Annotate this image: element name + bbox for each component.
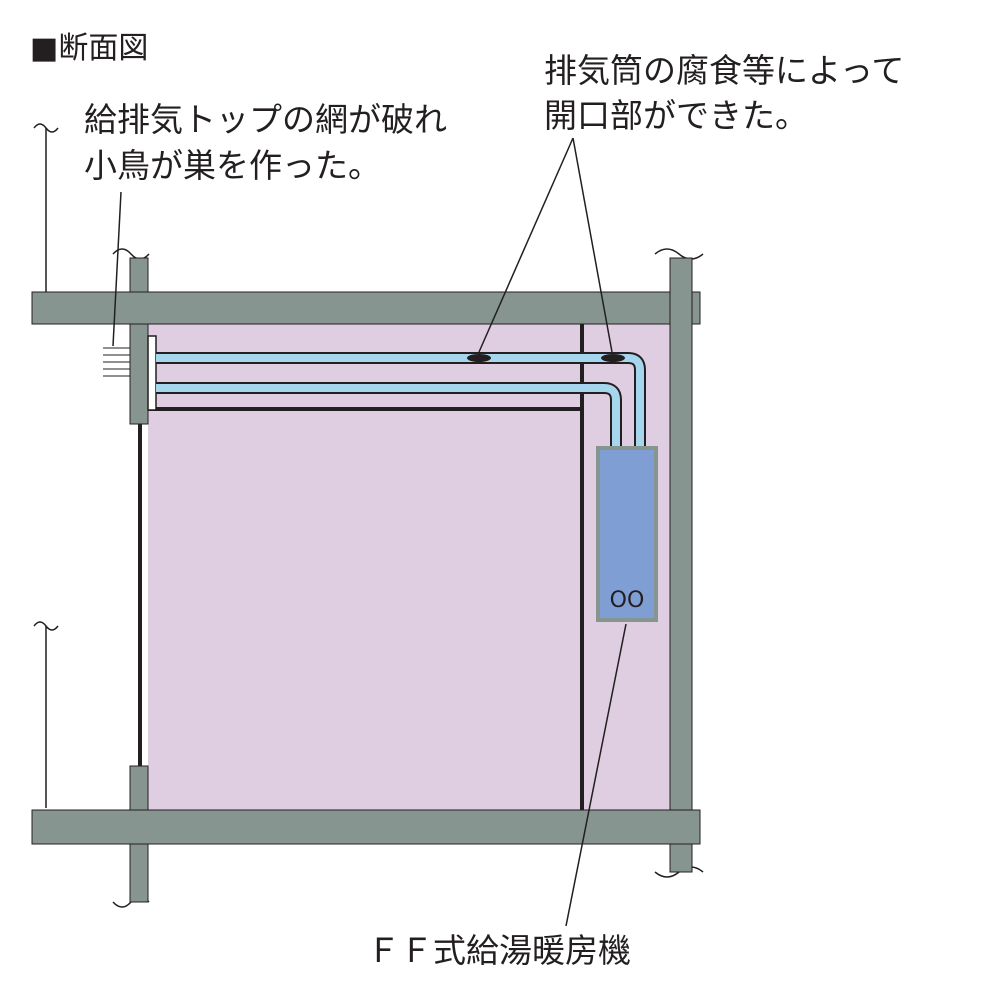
- leader-corrosion-1: [478, 137, 574, 353]
- vent-top-note-line2: 小鳥が巣を作った。: [84, 146, 381, 185]
- right-column: [669, 257, 693, 873]
- break-mark-top-right: [654, 248, 704, 260]
- vent-top-note-line1: 給排気トップの網が破れ: [84, 100, 447, 139]
- outer-wall-upper: [129, 323, 149, 425]
- room-interior: [148, 324, 670, 810]
- leader-corrosion-2: [572, 137, 613, 353]
- vent-mesh-icon: [103, 347, 130, 377]
- exhaust-pipe: [156, 354, 644, 448]
- vent-top: [103, 335, 157, 411]
- corrosion-hole-1: [467, 354, 491, 362]
- corrosion-hole-2: [601, 354, 625, 362]
- intake-pipe: [156, 384, 620, 448]
- upper-floor-slab: [31, 291, 701, 325]
- heater-body: [596, 446, 658, 622]
- leader-lines: [112, 137, 627, 927]
- diagram-title: ■断面図: [30, 31, 148, 66]
- vent-top-flange: [147, 335, 157, 411]
- lower-floor-slab: [31, 809, 701, 845]
- flue-pipes: [156, 352, 646, 448]
- leader-heater: [565, 623, 627, 927]
- corrosion-note-line1: 排気筒の腐食等によって: [544, 51, 904, 90]
- interior-partitions: [138, 324, 584, 810]
- ff-water-heater: OO: [596, 446, 658, 622]
- leader-vent-top: [112, 191, 122, 347]
- building-structure: [31, 257, 701, 903]
- break-marks: [33, 123, 704, 908]
- outer-wall-lower: [129, 765, 149, 811]
- heater-label: ＦＦ式給湯暖房機: [367, 931, 631, 970]
- corrosion-note-line2: 開口部ができた。: [544, 96, 808, 135]
- wall-stub-top: [129, 257, 149, 293]
- heater-control-panel: OO: [610, 588, 645, 613]
- wall-stub-bottom: [129, 843, 149, 903]
